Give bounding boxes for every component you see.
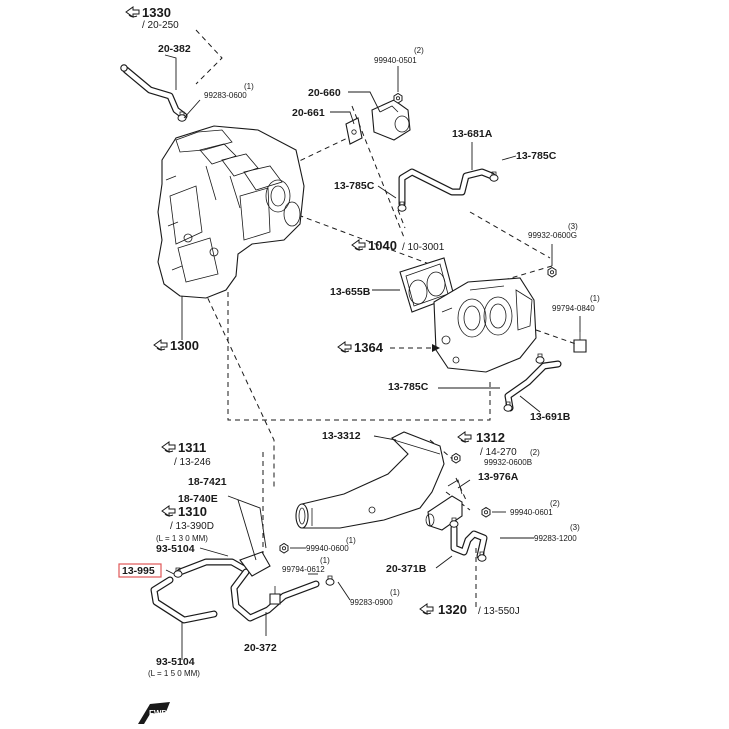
section-ref-1300[interactable]: 1300	[153, 338, 199, 353]
book-arrow-icon	[161, 505, 176, 517]
part-99932-0600B[interactable]: 99932-0600B	[484, 458, 532, 467]
part-13-655B[interactable]: 13-655B	[330, 286, 371, 298]
part-20-660[interactable]: 20-660	[308, 87, 341, 99]
fwd-label: FWD	[149, 709, 167, 718]
part-13-691B[interactable]: 13-691B	[530, 411, 571, 423]
section-ref-1312[interactable]: 1312 / 14-270	[457, 430, 517, 458]
part-20-661[interactable]: 20-661	[292, 107, 325, 119]
section-subref: / 20-250	[142, 20, 179, 31]
book-arrow-icon	[153, 339, 168, 351]
part-13-995[interactable]: 13-995	[122, 565, 155, 577]
book-arrow-icon	[457, 431, 472, 443]
part-99794-0840[interactable]: 99794-0840	[552, 304, 595, 313]
intake-manifold	[157, 125, 305, 299]
part-18-740E[interactable]: 18-740E	[178, 493, 218, 505]
section-ref-1040[interactable]: 1040 / 10-3001	[351, 238, 445, 253]
part-99940-0501[interactable]: 99940-0501	[374, 56, 417, 65]
length-130mm: (L = 1 3 0 MM)	[156, 534, 208, 543]
part-93-5104-a[interactable]: 93-5104	[156, 543, 195, 555]
highlight-box	[118, 563, 162, 578]
part-99940-0601[interactable]: 99940-0601	[510, 508, 553, 517]
section-number: 1300	[170, 338, 199, 353]
hose-13-681A	[397, 168, 499, 212]
section-subref: / 13-246	[174, 457, 211, 468]
qty-99940-0600: (1)	[346, 536, 356, 545]
throttle-body	[399, 257, 587, 373]
part-20-371B[interactable]: 20-371B	[386, 563, 427, 575]
part-99283-0900[interactable]: 99283-0900	[350, 598, 393, 607]
hose-13-691B	[503, 353, 562, 412]
section-ref-1320[interactable]: 1320 / 13-550J	[419, 602, 520, 617]
qty-99932-0600B: (2)	[530, 448, 540, 457]
section-number: 1311	[178, 440, 206, 455]
book-arrow-icon	[419, 603, 434, 615]
part-13-785C-mid[interactable]: 13-785C	[334, 180, 375, 192]
part-93-5104-b[interactable]: 93-5104	[156, 656, 195, 668]
qty-99283-0600: (1)	[244, 82, 254, 91]
section-subref: / 13-550J	[478, 606, 520, 617]
solenoid-valve	[345, 93, 411, 145]
part-13-785C-top[interactable]: 13-785C	[516, 150, 557, 162]
part-18-7421[interactable]: 18-7421	[188, 476, 227, 488]
section-number: 1310	[178, 504, 207, 519]
fwd-arrow-icon: FWD	[138, 702, 170, 724]
section-number: 1040	[368, 238, 397, 253]
part-13-3312[interactable]: 13-3312	[322, 430, 361, 442]
qty-99794-0840: (1)	[590, 294, 600, 303]
qty-99940-0601: (2)	[550, 499, 560, 508]
book-arrow-icon	[161, 441, 176, 453]
part-99932-0600G[interactable]: 99932-0600G	[528, 231, 577, 240]
arrow-icon	[432, 344, 440, 352]
book-arrow-icon	[337, 341, 352, 353]
book-arrow-icon	[351, 239, 366, 251]
hose-20-382	[120, 64, 188, 122]
book-arrow-icon	[125, 6, 140, 18]
section-ref-1310[interactable]: 1310 / 13-390D	[161, 504, 214, 532]
part-20-382[interactable]: 20-382	[158, 43, 191, 55]
qty-99794-0612: (1)	[320, 556, 330, 565]
lower-hoses	[150, 543, 335, 624]
part-99283-0600[interactable]: 99283-0600	[204, 91, 247, 100]
part-13-681A[interactable]: 13-681A	[452, 128, 493, 140]
part-20-372[interactable]: 20-372	[244, 642, 277, 654]
qty-99932-0600G: (3)	[568, 222, 578, 231]
section-number: 1312	[476, 430, 505, 445]
qty-99283-0900: (1)	[390, 588, 400, 597]
section-ref-1364[interactable]: 1364	[337, 340, 384, 355]
air-duct-13-3312	[295, 431, 461, 529]
section-number: 1364	[354, 340, 384, 355]
section-subref: / 10-3001	[402, 242, 445, 253]
part-99283-1200[interactable]: 99283-1200	[534, 534, 577, 543]
section-subref: / 13-390D	[170, 521, 214, 532]
section-number: 1330	[142, 5, 171, 20]
part-13-785C-low[interactable]: 13-785C	[388, 381, 429, 393]
part-99940-0600[interactable]: 99940-0600	[306, 544, 349, 553]
qty-99940-0501: (2)	[414, 46, 424, 55]
part-99794-0612[interactable]: 99794-0612	[282, 565, 325, 574]
section-subref: / 14-270	[480, 447, 517, 458]
hose-20-371B	[449, 517, 488, 562]
part-13-976A[interactable]: 13-976A	[478, 471, 519, 483]
section-ref-1311[interactable]: 1311 / 13-246	[161, 440, 211, 468]
section-ref-1330[interactable]: 1330 / 20-250	[125, 5, 179, 31]
length-150mm: (L = 1 5 0 MM)	[148, 669, 200, 678]
qty-99283-1200: (3)	[570, 523, 580, 532]
section-number: 1320	[438, 602, 467, 617]
